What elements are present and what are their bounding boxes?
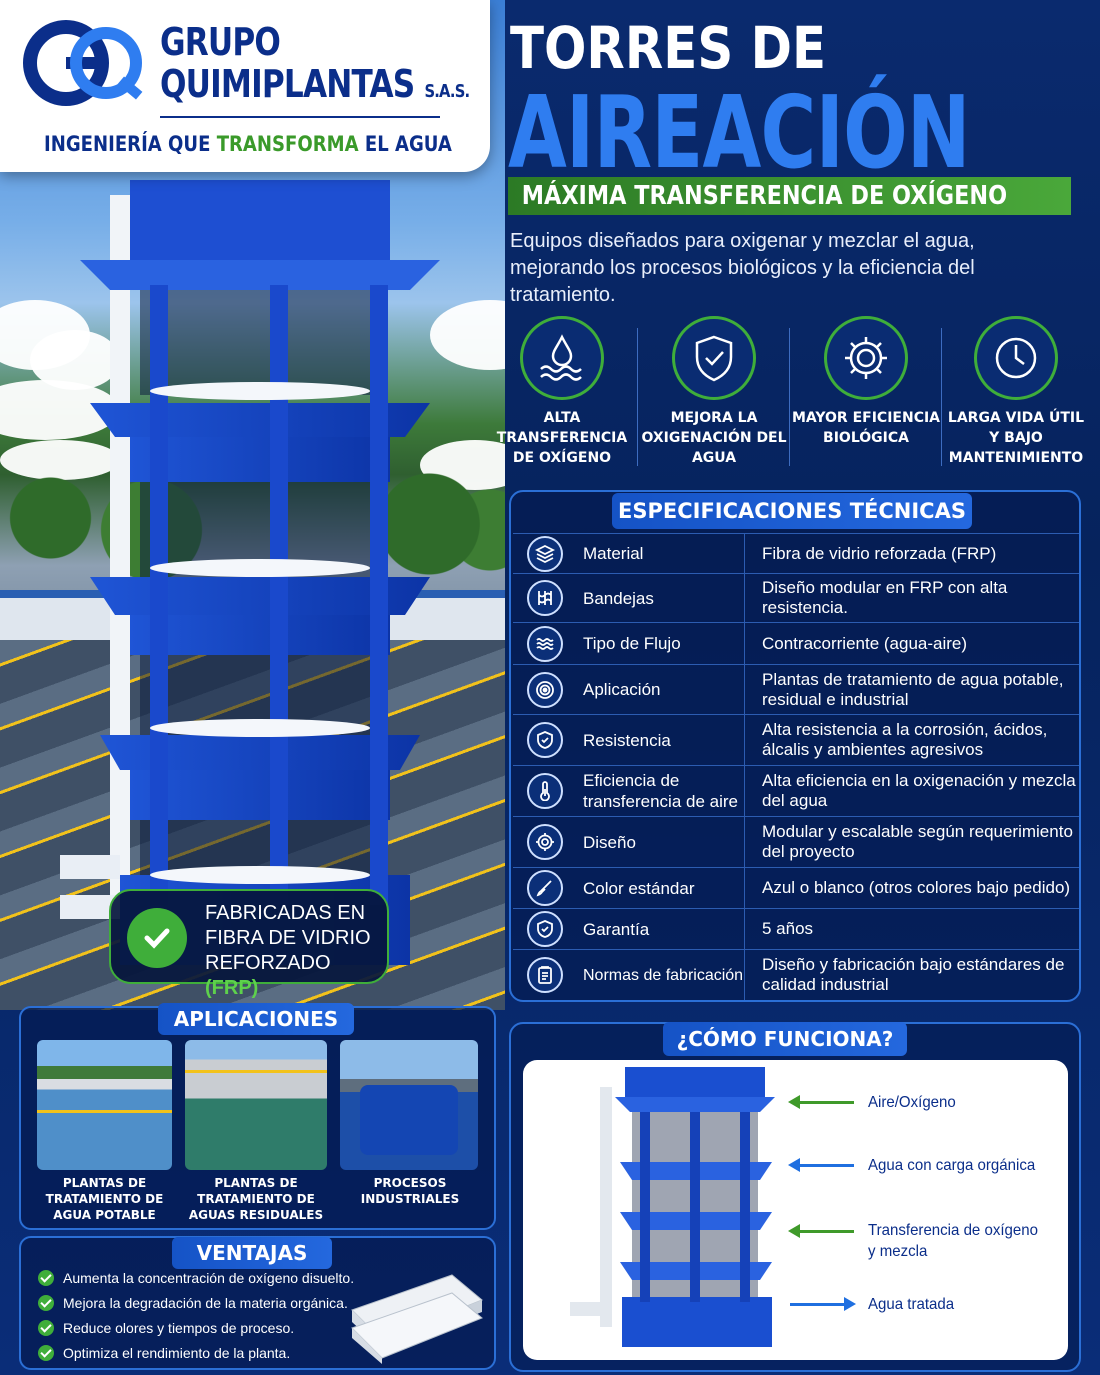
shield-check-icon (672, 316, 756, 400)
water-in-arrow-icon (788, 1158, 854, 1172)
title-banner: MÁXIMA TRANSFERENCIA DE OXÍGENO (508, 177, 1071, 215)
transfer-arrow-icon (788, 1224, 854, 1238)
spec-value: Alta resistencia a la corrosión, ácidos,… (744, 715, 1079, 765)
feature-biological: MAYOR EFICIENCIA BIOLÓGICA (791, 316, 941, 448)
water-drop-icon (520, 316, 604, 400)
app-thumbnail-wastewater (185, 1040, 327, 1170)
spec-key: Tipo de Flujo (583, 634, 681, 653)
specs-panel (509, 490, 1081, 1002)
title-line1: TORRES DE (510, 14, 827, 82)
spec-row: Bandejas Diseño modular en FRP con alta … (513, 573, 1079, 622)
how-it-works-title: ¿CÓMO FUNCIONA? (663, 1022, 907, 1056)
spec-key: Aplicación (583, 680, 661, 699)
target-icon (527, 671, 563, 708)
tower-diagram (570, 1067, 775, 1347)
spec-value: Contracorriente (agua-aire) (744, 623, 967, 664)
check-circle-icon (127, 908, 187, 968)
spec-value: Modular y escalable según requerimiento … (744, 817, 1079, 867)
check-icon (38, 1345, 54, 1361)
thermometer-icon (527, 773, 563, 809)
brand-line1: GRUPO (160, 20, 281, 64)
brand-line2: QUIMIPLANTAS S.A.S. (160, 62, 470, 106)
app-thumbnail-drinking-water (37, 1040, 172, 1170)
check-icon (38, 1295, 54, 1311)
spec-value: Diseño y fabricación bajo estándares de … (744, 950, 1079, 1000)
design-gear-icon (527, 824, 563, 860)
spec-key: Garantía (583, 919, 650, 939)
spec-row: Color estándar Azul o blanco (otros colo… (513, 867, 1079, 908)
spec-key: Diseño (583, 832, 636, 852)
layers-icon (527, 535, 563, 572)
spec-value: Plantas de tratamiento de agua potable, … (744, 665, 1079, 714)
spec-key: Eficiencia de transferencia de aire (583, 771, 738, 811)
spec-value: Diseño modular en FRP con alta resistenc… (744, 574, 1079, 622)
specs-title: ESPECIFICACIONES TÉCNICAS (612, 493, 972, 529)
feature-label: MAYOR EFICIENCIA BIOLÓGICA (791, 410, 941, 446)
gear-icon (824, 316, 908, 400)
spec-row: Eficiencia de transferencia de aire Alta… (513, 765, 1079, 816)
app-label: PLANTAS DE TRATAMIENTO DE AGUAS RESIDUAL… (188, 1176, 324, 1222)
clipboard-icon (527, 957, 563, 993)
spec-key: Material (583, 544, 644, 563)
spec-row: Garantía 5 años (513, 908, 1079, 949)
spec-value: Fibra de vidrio reforzada (FRP) (744, 534, 996, 573)
advantage-item: Optimiza el rendimiento de la planta. (38, 1345, 290, 1361)
spec-row: Aplicación Plantas de tratamiento de agu… (513, 664, 1079, 714)
app-label: PROCESOS INDUSTRIALES (360, 1176, 460, 1206)
spec-row: Diseño Modular y escalable según requeri… (513, 816, 1079, 867)
intro-text: Equipos diseñados para oxigenar y mezcla… (510, 230, 975, 306)
waves-icon (527, 625, 563, 662)
frp-badge-text: FABRICADAS EN FIBRA DE VIDRIO REFORZADO … (205, 902, 371, 999)
water-out-arrow-icon (790, 1297, 856, 1311)
aeration-tower-illustration (60, 180, 440, 965)
advantage-item: Aumenta la concentración de oxígeno disu… (38, 1270, 354, 1286)
spec-key: Color estándar (583, 878, 695, 898)
how-label-water-out: Agua tratada (868, 1296, 955, 1313)
feature-label: MEJORA LA OXIGENACIÓN DEL AGUA (641, 410, 787, 466)
spec-row: Material Fibra de vidrio reforzada (FRP) (513, 533, 1079, 573)
app-label: PLANTAS DE TRATAMIENTO DE AGUA POTABLE (45, 1176, 164, 1222)
feature-label: ALTA TRANSFERENCIA DE OXÍGENO (496, 410, 628, 466)
advantages-title: VENTAJAS (172, 1237, 332, 1269)
how-it-works-card (523, 1060, 1068, 1360)
feature-long-life: LARGA VIDA ÚTIL Y BAJO MANTENIMIENTO (941, 316, 1091, 468)
shield-icon (527, 722, 563, 758)
frp-badge: FABRICADAS EN FIBRA DE VIDRIO REFORZADO … (109, 889, 389, 999)
spec-value: Azul o blanco (otros colores bajo pedido… (744, 868, 1070, 908)
spec-row: Resistencia Alta resistencia a la corros… (513, 714, 1079, 765)
logo-card: GRUPO QUIMIPLANTAS S.A.S. INGENIERÍA QUE… (0, 0, 490, 172)
gq-logo-icon (23, 20, 143, 106)
how-label-water-in: Agua con carga orgánica (868, 1157, 1036, 1174)
how-label-transfer: Transferencia de oxígeno y mezcla (868, 1222, 1039, 1260)
spec-value: 5 años (744, 909, 813, 949)
advantage-item: Reduce olores y tiempos de proceso. (38, 1320, 294, 1336)
warranty-shield-icon (527, 911, 563, 947)
how-label-air: Aire/Oxígeno (868, 1094, 956, 1111)
trays-icon (527, 580, 563, 616)
app-thumbnail-industrial (340, 1040, 478, 1170)
clock-icon (974, 316, 1058, 400)
spec-row: Tipo de Flujo Contracorriente (agua-aire… (513, 622, 1079, 664)
spec-key: Normas de fabricación (583, 966, 744, 984)
advantage-item: Mejora la degradación de la materia orgá… (38, 1295, 348, 1311)
check-icon (38, 1320, 54, 1336)
feature-oxygenation: MEJORA LA OXIGENACIÓN DEL AGUA (639, 316, 789, 468)
brand-tagline: INGENIERÍA QUE TRANSFORMA EL AGUA (44, 132, 452, 156)
brand-suffix: S.A.S. (424, 81, 470, 102)
frp-tray-image (351, 1274, 483, 1364)
spec-key: Bandejas (583, 588, 654, 608)
feature-oxygen-transfer: ALTA TRANSFERENCIA DE OXÍGENO (487, 316, 637, 468)
spec-row: Normas de fabricación Diseño y fabricaci… (513, 949, 1079, 1000)
feature-label: LARGA VIDA ÚTIL Y BAJO MANTENIMIENTO (947, 410, 1085, 466)
check-icon (38, 1270, 54, 1286)
paint-brush-icon (527, 870, 563, 906)
air-arrow-icon (788, 1095, 854, 1109)
title-line2: AIREACIÓN (508, 74, 971, 191)
spec-value: Alta eficiencia en la oxigenación y mezc… (744, 766, 1079, 816)
applications-title: APLICACIONES (158, 1003, 354, 1035)
spec-key: Resistencia (583, 730, 671, 750)
